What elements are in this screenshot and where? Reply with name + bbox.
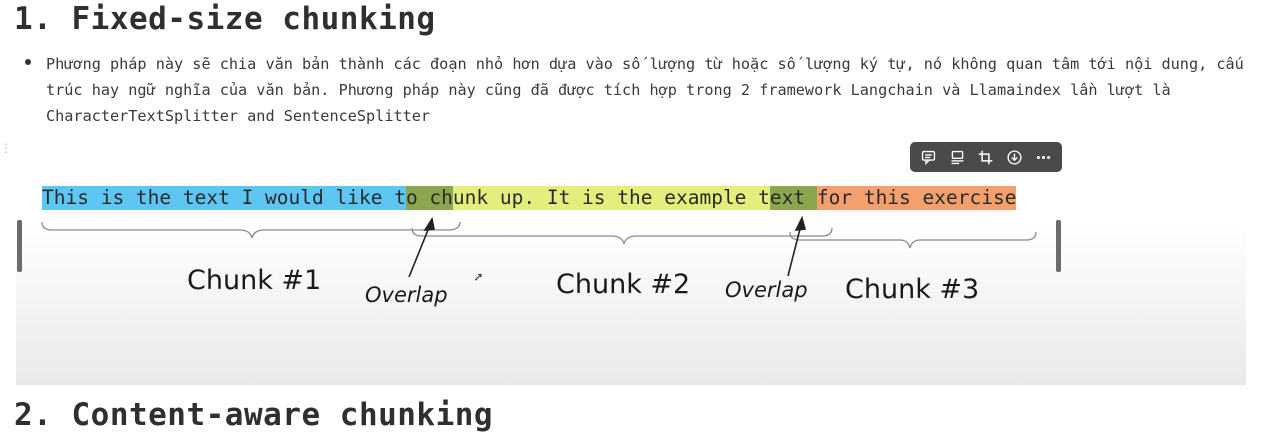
overlap-2-arrow bbox=[787, 224, 802, 277]
bullet-text: Phương pháp này sẽ chia văn bản thành cá… bbox=[46, 55, 1253, 125]
resize-handle-right[interactable] bbox=[1056, 220, 1061, 272]
comment-icon[interactable] bbox=[915, 145, 941, 169]
overlap-1-label: Overlap bbox=[365, 283, 448, 307]
brace-chunk-1 bbox=[41, 221, 461, 239]
crop-icon[interactable] bbox=[973, 145, 999, 169]
brace-chunk-3 bbox=[789, 231, 1037, 249]
caption-icon[interactable] bbox=[944, 145, 970, 169]
download-icon[interactable] bbox=[1002, 145, 1028, 169]
more-icon[interactable] bbox=[1031, 145, 1057, 169]
chunk-1-text: This is the text I would like t bbox=[42, 186, 406, 210]
image-toolbar bbox=[910, 142, 1062, 172]
sample-sentence: This is the text I would like to chunk u… bbox=[42, 186, 1017, 210]
chunk-3-label: Chunk #3 bbox=[845, 274, 980, 305]
chunk-3-text: for this exercise bbox=[816, 186, 1017, 210]
overlap-2-arrowhead bbox=[794, 215, 807, 231]
overlap-1-arrowhead bbox=[423, 216, 435, 231]
chunk-2-label: Chunk #2 bbox=[556, 269, 691, 300]
next-section-heading: 2. Content-aware chunking bbox=[14, 397, 494, 433]
section-heading: 1. Fixed-size chunking bbox=[14, 1, 436, 37]
brace-chunk-2 bbox=[411, 227, 833, 245]
chunk-1-label: Chunk #1 bbox=[187, 265, 322, 296]
overlap-1-arrow bbox=[408, 224, 431, 278]
bullet-dot bbox=[25, 59, 31, 65]
overlap-2-label: Overlap bbox=[725, 278, 808, 302]
resize-handle-left[interactable] bbox=[17, 220, 22, 272]
brace-diagram bbox=[41, 215, 1037, 278]
overlap-2-text: ext bbox=[769, 186, 817, 210]
overlap-1-text: o ch bbox=[405, 186, 453, 210]
figure-image[interactable] bbox=[16, 140, 1246, 385]
mouse-cursor-icon: ➚ bbox=[474, 270, 483, 286]
chunk-2-text: unk up. It is the example t bbox=[452, 186, 770, 210]
